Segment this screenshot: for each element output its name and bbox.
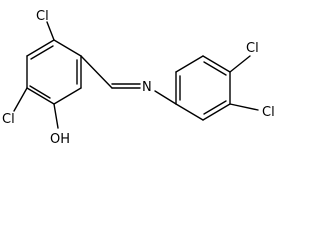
nitrogen-label: N: [142, 80, 152, 95]
bond: [13, 87, 28, 112]
chlorine-label: Cl: [246, 41, 259, 56]
chlorine-label: Cl: [262, 105, 275, 120]
bond: [29, 85, 51, 99]
bond: [202, 55, 231, 73]
chemical-structure: Cl Cl OH N Cl Cl: [2, 9, 275, 147]
bond: [202, 103, 231, 121]
hydroxyl-label: OH: [50, 132, 70, 147]
bond: [229, 55, 251, 73]
bond: [53, 87, 82, 105]
bond: [30, 45, 54, 60]
bond: [175, 103, 204, 121]
bond: [203, 61, 227, 76]
bond: [53, 103, 59, 129]
bond: [80, 55, 113, 89]
bond: [26, 87, 55, 105]
chlorine-label: Cl: [36, 9, 49, 24]
bond: [26, 39, 55, 57]
bond: [203, 100, 227, 115]
chlorine-label: Cl: [2, 112, 15, 127]
bond: [175, 55, 204, 73]
bond: [229, 103, 259, 111]
bond: [154, 90, 177, 105]
bond: [53, 39, 82, 57]
bond: [46, 21, 55, 41]
